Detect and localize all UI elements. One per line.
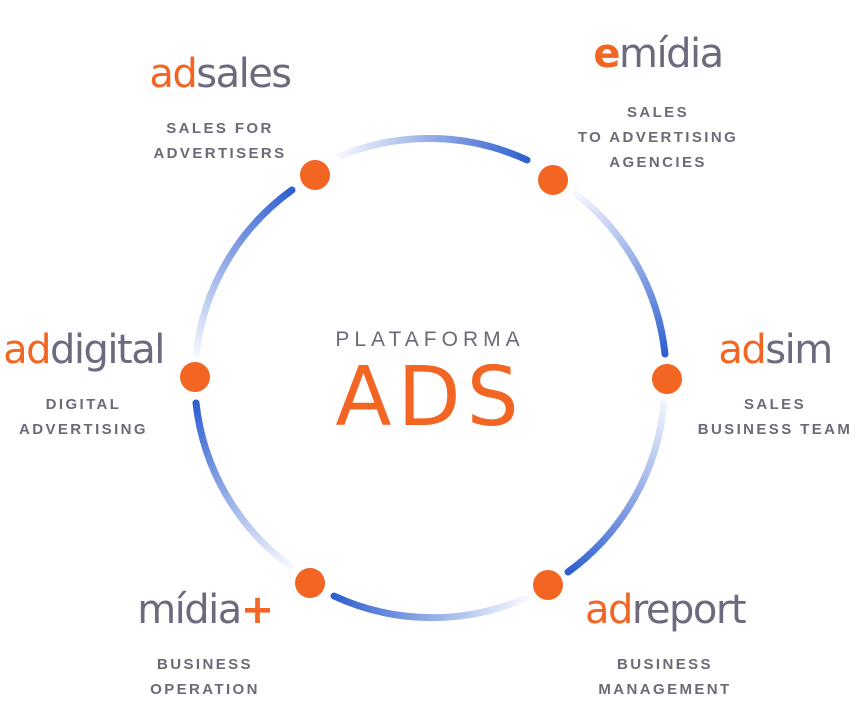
adreport-logo: adreport <box>584 587 747 633</box>
node-midia <box>295 568 325 598</box>
ring-arc-6 <box>192 186 296 359</box>
emidia-logo: emídia <box>593 31 724 77</box>
addigital-description: DIGITAL ADVERTISING <box>19 396 148 438</box>
module-adsales: adsales SALES FOR ADVERTISERS <box>110 52 330 166</box>
module-emidia: emídia SALES TO ADVERTISING AGENCIES <box>548 32 768 175</box>
emidia-description: SALES TO ADVERTISING AGENCIES <box>577 104 739 171</box>
ring-arc-3 <box>564 398 668 576</box>
module-addigital: addigital DIGITAL ADVERTISING <box>0 328 171 442</box>
node-adreport <box>533 570 563 600</box>
node-emidia <box>538 165 568 195</box>
ring-arc-4 <box>330 592 530 622</box>
platform-center-label: PLATAFORMA ADS <box>300 328 560 440</box>
ring-arc-5 <box>192 399 294 570</box>
midia-plus-description: BUSINESS OPERATION <box>150 656 260 698</box>
addigital-logo: addigital <box>3 327 165 373</box>
node-adsales <box>300 160 330 190</box>
ring-arc-2 <box>572 190 669 358</box>
midia-plus-logo: mídia+ <box>137 587 274 633</box>
module-midia-plus: mídia+ BUSINESS OPERATION <box>100 588 310 702</box>
node-addigital <box>180 362 210 392</box>
ring-arc-1 <box>336 135 531 164</box>
platform-title: ADS <box>335 350 525 445</box>
adsim-description: SALES BUSINESS TEAM <box>697 396 853 438</box>
platform-kicker: PLATAFORMA <box>335 328 525 351</box>
module-adreport: adreport BUSINESS MANAGEMENT <box>555 588 775 702</box>
adreport-description: BUSINESS MANAGEMENT <box>598 656 732 698</box>
adsales-logo: adsales <box>149 51 292 97</box>
adsim-logo: adsim <box>718 327 833 373</box>
node-adsim <box>652 364 682 394</box>
adsales-description: SALES FOR ADVERTISERS <box>153 120 287 162</box>
module-adsim: adsim SALES BUSINESS TEAM <box>680 328 861 442</box>
